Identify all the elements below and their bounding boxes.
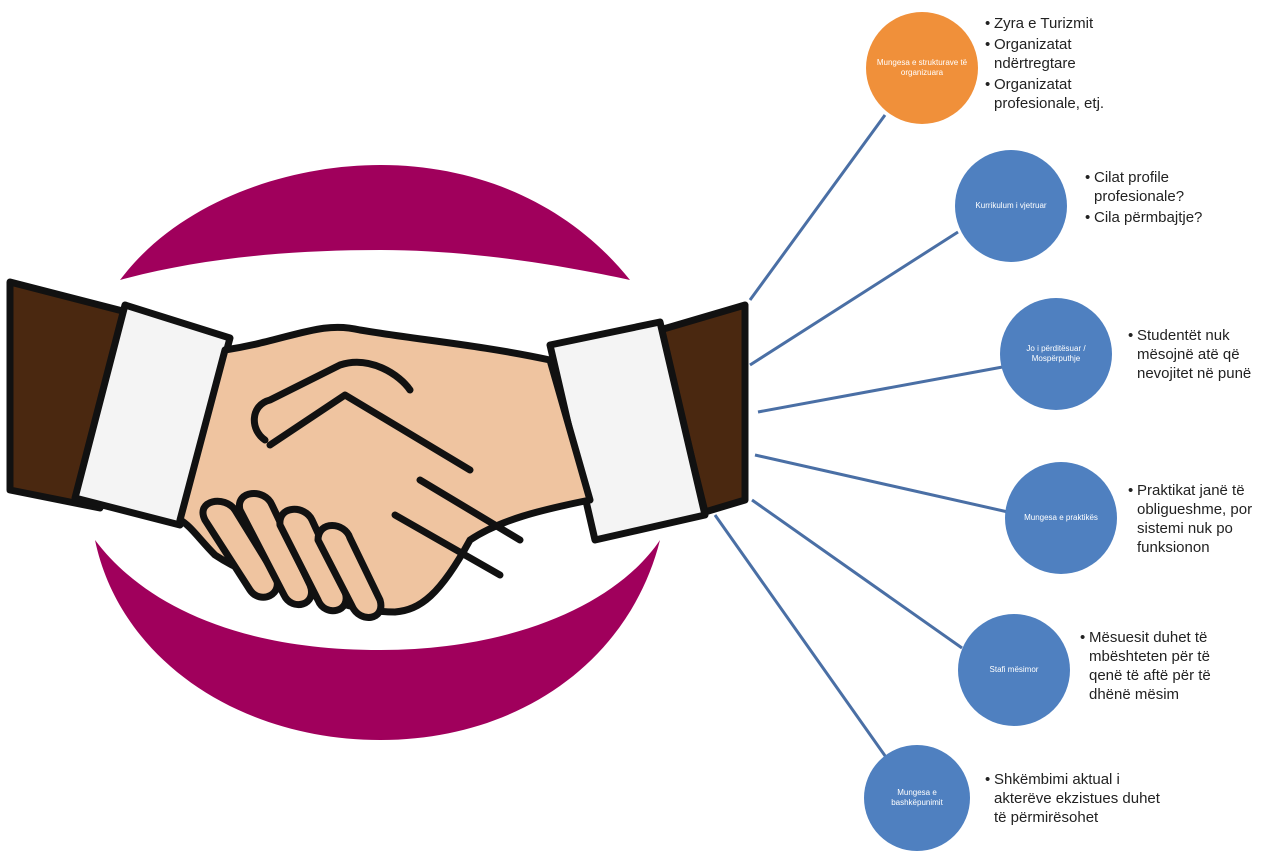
thumb <box>250 358 414 444</box>
ring-bottom-arc <box>95 540 660 740</box>
node-kurrikulum: Kurrikulum i vjetruar <box>955 150 1067 262</box>
ring-top-arc <box>120 165 630 280</box>
connector-line <box>713 514 890 761</box>
bullet-item: Organizatat ndërtregtare <box>985 35 1155 73</box>
bullet-item: Zyra e Turizmit <box>985 14 1155 33</box>
node-label: Stafi mësimor <box>989 665 1039 674</box>
node-label: Mungesa e bashkëpunimit <box>891 788 943 807</box>
bullet-item: Shkëmbimi aktual i akterëve ekzistues du… <box>985 770 1175 827</box>
connector-line <box>749 230 959 367</box>
bullets-group-5: Mësuesit duhet të mbështeten për të qenë… <box>1080 628 1225 706</box>
bullet-item: Cilat profile profesionale? <box>1085 168 1235 206</box>
node-label: Kurrikulum i vjetruar <box>975 201 1047 210</box>
bullets-group-4: Praktikat janë të obligueshme, por siste… <box>1128 481 1273 559</box>
node-stafi-mesimor: Stafi mësimor <box>958 614 1070 726</box>
bullet-item: Organizatat profesionale, etj. <box>985 75 1155 113</box>
node-label: Mungesa e praktikës <box>1024 513 1098 522</box>
node-label: Mungesa e strukturave të organizuara <box>876 58 968 77</box>
palm-line-1 <box>266 391 474 474</box>
bullet-item: Cila përmbajtje? <box>1085 208 1235 227</box>
connector-line <box>754 453 1009 514</box>
bullets-group-2: Cilat profile profesionale? Cila përmbaj… <box>1085 168 1235 229</box>
bullet-item: Mësuesit duhet të mbështeten për të qenë… <box>1080 628 1225 704</box>
connector-line <box>757 364 1009 414</box>
palm-line-2 <box>416 476 524 544</box>
bullets-group-3: Studentët nuk mësojnë atë që nevojitet n… <box>1128 326 1273 385</box>
ring-graphic <box>95 165 660 740</box>
bullet-item: Praktikat janë të obligueshme, por siste… <box>1128 481 1273 557</box>
node-mungesa-praktikes: Mungesa e praktikës <box>1005 462 1117 574</box>
connector-line <box>751 498 963 650</box>
node-label: Jo i përditësuar / Mospërputhje <box>1026 344 1086 363</box>
node-mungesa-strukturave: Mungesa e strukturave të organizuara <box>866 12 978 124</box>
palm-line-3 <box>391 511 504 579</box>
connector-line <box>748 114 887 301</box>
connectors <box>713 114 1009 761</box>
node-mosperputhje: Jo i përditësuar / Mospërputhje <box>1000 298 1112 410</box>
bullet-item: Studentët nuk mësojnë atë që nevojitet n… <box>1128 326 1273 383</box>
handshake-graphic <box>6 278 749 621</box>
finger-4 <box>314 522 385 621</box>
node-mungesa-bashkepunimit: Mungesa e bashkëpunimit <box>864 745 970 851</box>
bullets-group-1: Zyra e Turizmit Organizatat ndërtregtare… <box>985 14 1155 115</box>
bullets-group-6: Shkëmbimi aktual i akterëve ekzistues du… <box>985 770 1175 829</box>
